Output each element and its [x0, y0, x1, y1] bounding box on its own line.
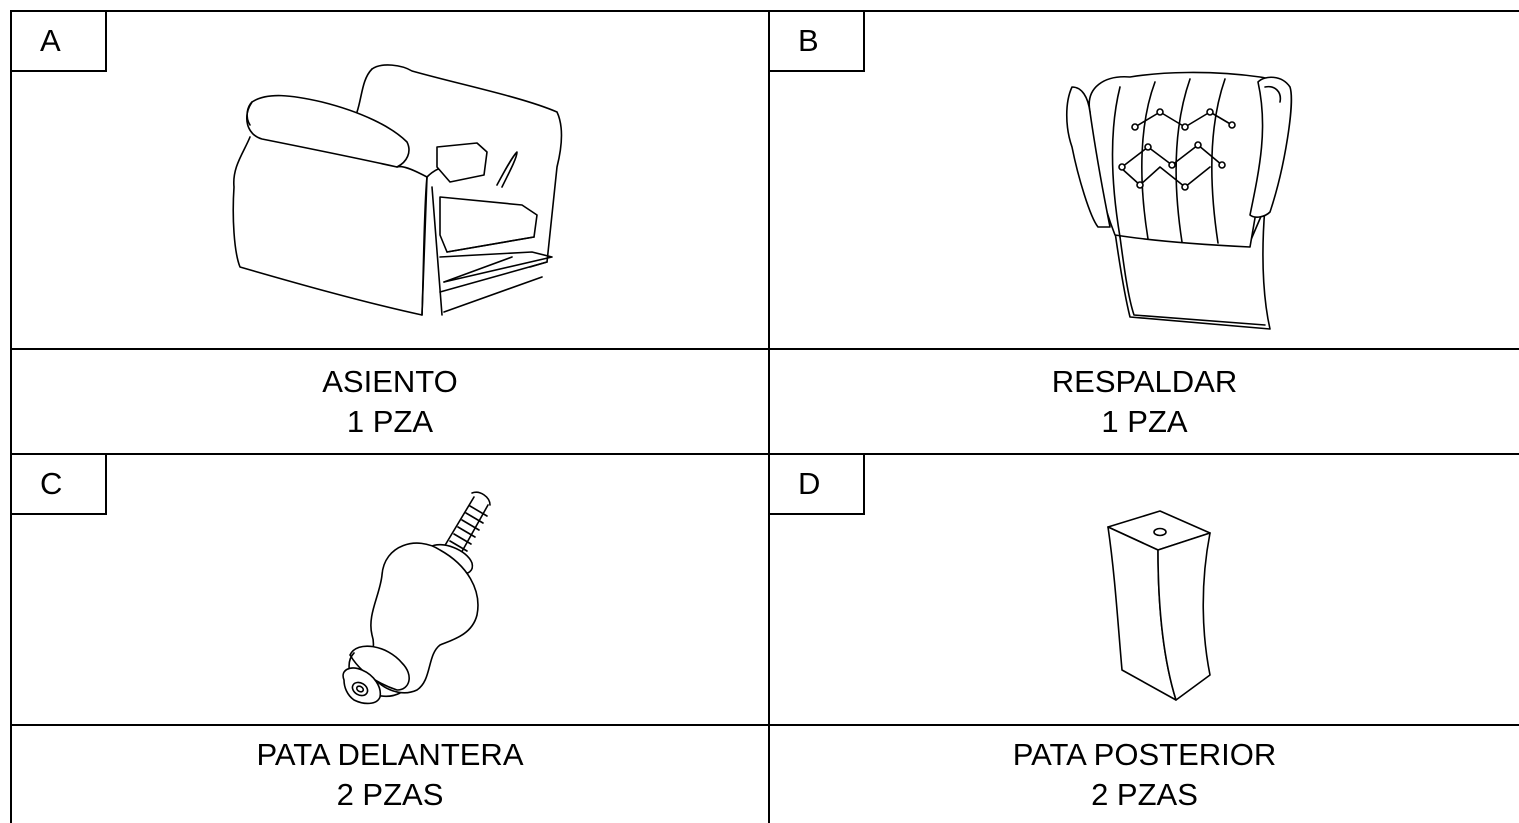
part-a-name: ASIENTO	[322, 363, 458, 399]
part-a-label-cell: ASIENTO 1 PZA	[10, 348, 768, 453]
part-c-quantity: 2 PZAS	[336, 776, 444, 812]
part-b-quantity: 1 PZA	[1101, 403, 1188, 439]
part-a-image-cell: A	[10, 10, 768, 348]
part-d-label-cell: PATA POSTERIOR 2 PZAS	[768, 724, 1519, 823]
part-d-name: PATA POSTERIOR	[1012, 736, 1277, 772]
part-d-image-cell: D	[768, 453, 1519, 724]
part-b-image-cell: B	[768, 10, 1519, 348]
part-b-letter: B	[770, 12, 865, 72]
part-c-label-cell: PATA DELANTERA 2 PZAS	[10, 724, 768, 823]
part-a-quantity: 1 PZA	[346, 403, 434, 439]
part-d-letter: D	[770, 455, 865, 515]
part-b-label-cell: RESPALDAR 1 PZA	[768, 348, 1519, 453]
part-c-letter: C	[12, 455, 107, 515]
tufted-backrest-icon	[1065, 71, 1293, 330]
parts-table: A B	[10, 10, 1519, 823]
armchair-seat-icon	[232, 64, 563, 316]
turned-front-leg-icon	[342, 491, 491, 705]
part-c-name: PATA DELANTERA	[256, 736, 524, 772]
part-b-name: RESPALDAR	[1051, 363, 1238, 399]
part-d-quantity: 2 PZAS	[1091, 776, 1198, 812]
part-a-letter: A	[12, 12, 107, 72]
part-c-image-cell: C	[10, 453, 768, 724]
tapered-rear-leg-icon	[1107, 510, 1211, 701]
